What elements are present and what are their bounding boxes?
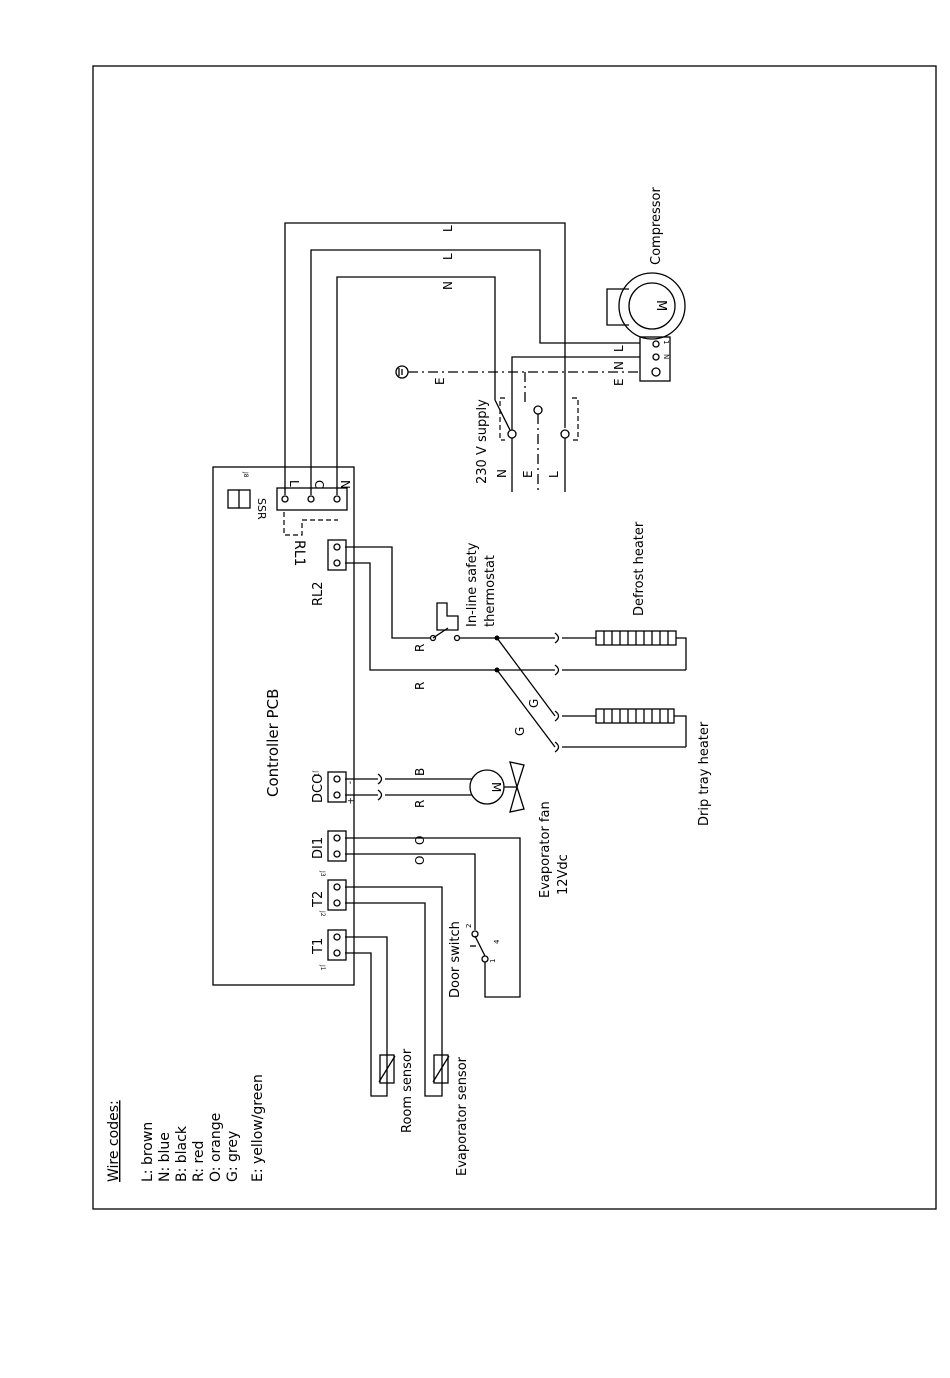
rl1-terminal: L C N RL1 [276,480,352,566]
legend-item: G: grey [225,1131,241,1182]
svg-text:1: 1 [662,340,670,344]
room-sensor: Room sensor [345,936,415,1133]
svg-text:O: O [413,856,427,865]
legend-item: B: black [174,1125,190,1182]
dco-terminal: DCO J7 - + [311,770,355,805]
svg-text:Defrost heater: Defrost heater [632,521,647,616]
pcb-title: Controller PCB [264,689,282,797]
svg-text:N: N [612,361,626,370]
safety-thermostat: In-line safety thermostat [429,542,498,642]
svg-text:Room sensor: Room sensor [400,1048,415,1133]
supply-connector: 230 V supply N E L [475,397,579,492]
svg-text:L: L [441,253,455,260]
svg-text:In-line safety: In-line safety [465,542,480,627]
svg-text:+: + [345,797,355,805]
heater-wiring: R R G G [345,546,556,748]
door-switch: O O 2 4 1 Door switch [345,836,521,998]
svg-text:RL1: RL1 [291,540,307,566]
svg-text:DI1: DI1 [311,837,326,859]
svg-text:L: L [287,480,301,487]
defrost-heater: Defrost heater [554,521,687,676]
earth-symbol-icon [395,365,409,379]
rl2-terminal: RL2 [311,539,347,606]
evaporator-fan: M B R Evaporator fan 12Vdc [345,761,571,898]
svg-text:L: L [547,471,561,478]
compressor: M Compressor L N E 1 N [606,186,686,386]
svg-text:L: L [612,345,626,352]
earth-wiring: E [395,356,640,430]
svg-text:J8: J8 [242,471,249,478]
svg-text:J7: J7 [312,770,319,777]
svg-text:Evaporator sensor: Evaporator sensor [455,1056,470,1176]
svg-text:12Vdc: 12Vdc [556,854,571,895]
di1-terminal: DI1 J3 [311,830,347,877]
svg-text:O: O [413,836,427,845]
svg-text:-: - [345,781,355,784]
svg-text:E: E [433,377,447,385]
svg-text:T2: T2 [311,891,326,908]
svg-text:Evaporator fan: Evaporator fan [538,801,553,898]
ssr-terminal: SSR J8 [227,471,268,520]
controller-pcb [212,466,355,986]
svg-text:E: E [521,470,535,478]
svg-text:L: L [441,225,455,232]
svg-text:230 V supply: 230 V supply [475,399,490,484]
svg-text:N: N [441,281,455,290]
svg-text:thermostat: thermostat [483,555,498,627]
svg-text:Compressor: Compressor [649,186,664,265]
wire-codes-legend: Wire codes: L: brown N: blue B: black R:… [106,1074,266,1182]
svg-text:4: 4 [493,939,501,944]
svg-text:RL2: RL2 [311,581,326,606]
legend-item: N: blue [157,1132,173,1182]
svg-text:J3: J3 [319,870,326,877]
svg-text:N: N [495,469,509,478]
svg-text:G: G [513,727,527,736]
legend-item: R: red [191,1141,207,1182]
svg-text:2: 2 [465,924,473,928]
svg-text:C: C [312,480,326,488]
drip-tray-heater: Drip tray heater [554,708,712,826]
svg-text:J1: J1 [319,964,326,971]
evaporator-sensor: Evaporator sensor [345,886,470,1176]
svg-text:N: N [338,480,352,489]
svg-text:T1: T1 [311,938,326,955]
svg-text:SSR: SSR [255,498,268,520]
svg-text:1: 1 [489,959,497,963]
t1-terminal: T1 J1 [311,929,347,971]
mains-wires: L L N [284,222,640,495]
svg-text:DCO: DCO [311,774,326,803]
compressor-motor-icon [618,272,686,340]
legend-item: E: yellow/green [250,1074,266,1182]
svg-text:Door switch: Door switch [448,921,463,998]
svg-text:E: E [612,378,626,386]
svg-text:B: B [413,768,427,776]
svg-text:R: R [413,682,427,690]
svg-text:M: M [489,782,503,792]
svg-text:J2: J2 [319,910,326,917]
svg-text:G: G [527,699,541,708]
svg-text:Drip tray heater: Drip tray heater [697,721,712,826]
page-frame [92,65,937,1210]
legend-item: O: orange [208,1113,224,1182]
legend-item: L: brown [140,1122,156,1182]
t2-terminal: T2 J2 [311,879,347,917]
svg-text:R: R [413,800,427,808]
svg-text:N: N [662,354,670,359]
svg-text:M: M [653,300,668,311]
legend-title: Wire codes: [106,1100,122,1182]
svg-text:R: R [413,644,427,652]
